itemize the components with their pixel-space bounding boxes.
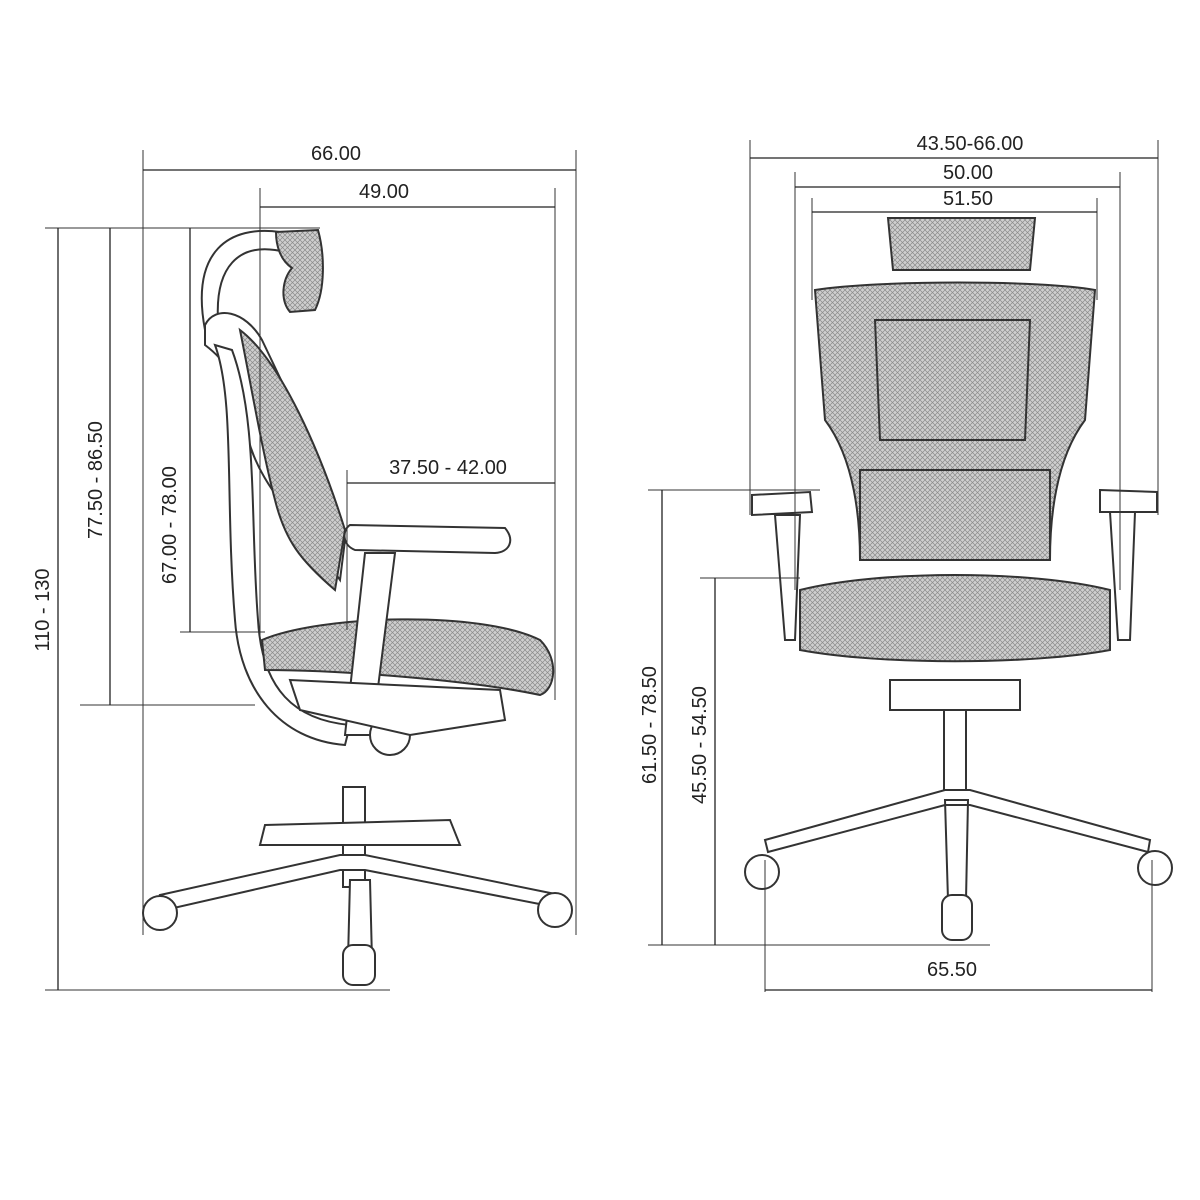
side-backrest-mesh	[238, 327, 347, 592]
front-mechanism	[889, 679, 1021, 711]
side-caster-front	[342, 944, 376, 986]
front-headrest	[886, 217, 1037, 271]
side-base	[158, 818, 561, 961]
side-caster-right	[537, 892, 573, 928]
side-view-chair	[142, 228, 573, 986]
front-armrest-right	[1099, 488, 1158, 641]
side-armrest-pad	[343, 523, 512, 555]
label-armrest-height: 61.50 - 78.50	[639, 666, 661, 784]
front-backrest	[813, 281, 1097, 561]
front-view-dimensions: 43.50-66.00 50.00 51.50 61.50 - 78.50 45…	[639, 133, 1159, 992]
label-seat-height: 45.50 - 54.50	[689, 686, 711, 804]
front-caster-right	[1137, 850, 1173, 886]
front-caster-left	[744, 854, 780, 890]
side-view-dimensions: 66.00 49.00 37.50 - 42.00 110 - 130 77.5…	[32, 143, 577, 991]
front-armrest-left	[751, 490, 814, 641]
front-seat	[799, 574, 1111, 663]
label-seat-width: 51.50	[943, 188, 993, 210]
label-overall-height: 110 - 130	[32, 568, 54, 651]
label-backrest-seat: 77.50 - 86.50	[85, 421, 107, 539]
front-view-chair	[744, 217, 1173, 941]
label-armrest-width-range: 43.50-66.00	[917, 133, 1024, 155]
label-armrest-depth: 37.50 - 42.00	[389, 457, 507, 479]
front-gas-lift	[943, 709, 967, 801]
label-overall-depth: 66.00	[311, 143, 361, 165]
side-headrest	[274, 228, 324, 314]
front-base	[763, 789, 1152, 901]
label-seat-to-back: 49.00	[359, 181, 409, 203]
label-inner-width: 50.00	[943, 162, 993, 184]
label-backrest-height: 67.00 - 78.00	[159, 466, 181, 584]
side-mechanism	[288, 678, 507, 737]
label-base-width: 65.50	[927, 959, 977, 981]
front-lumbar-frame	[859, 319, 1051, 561]
front-caster-front	[941, 894, 973, 941]
side-caster-left	[142, 895, 178, 931]
